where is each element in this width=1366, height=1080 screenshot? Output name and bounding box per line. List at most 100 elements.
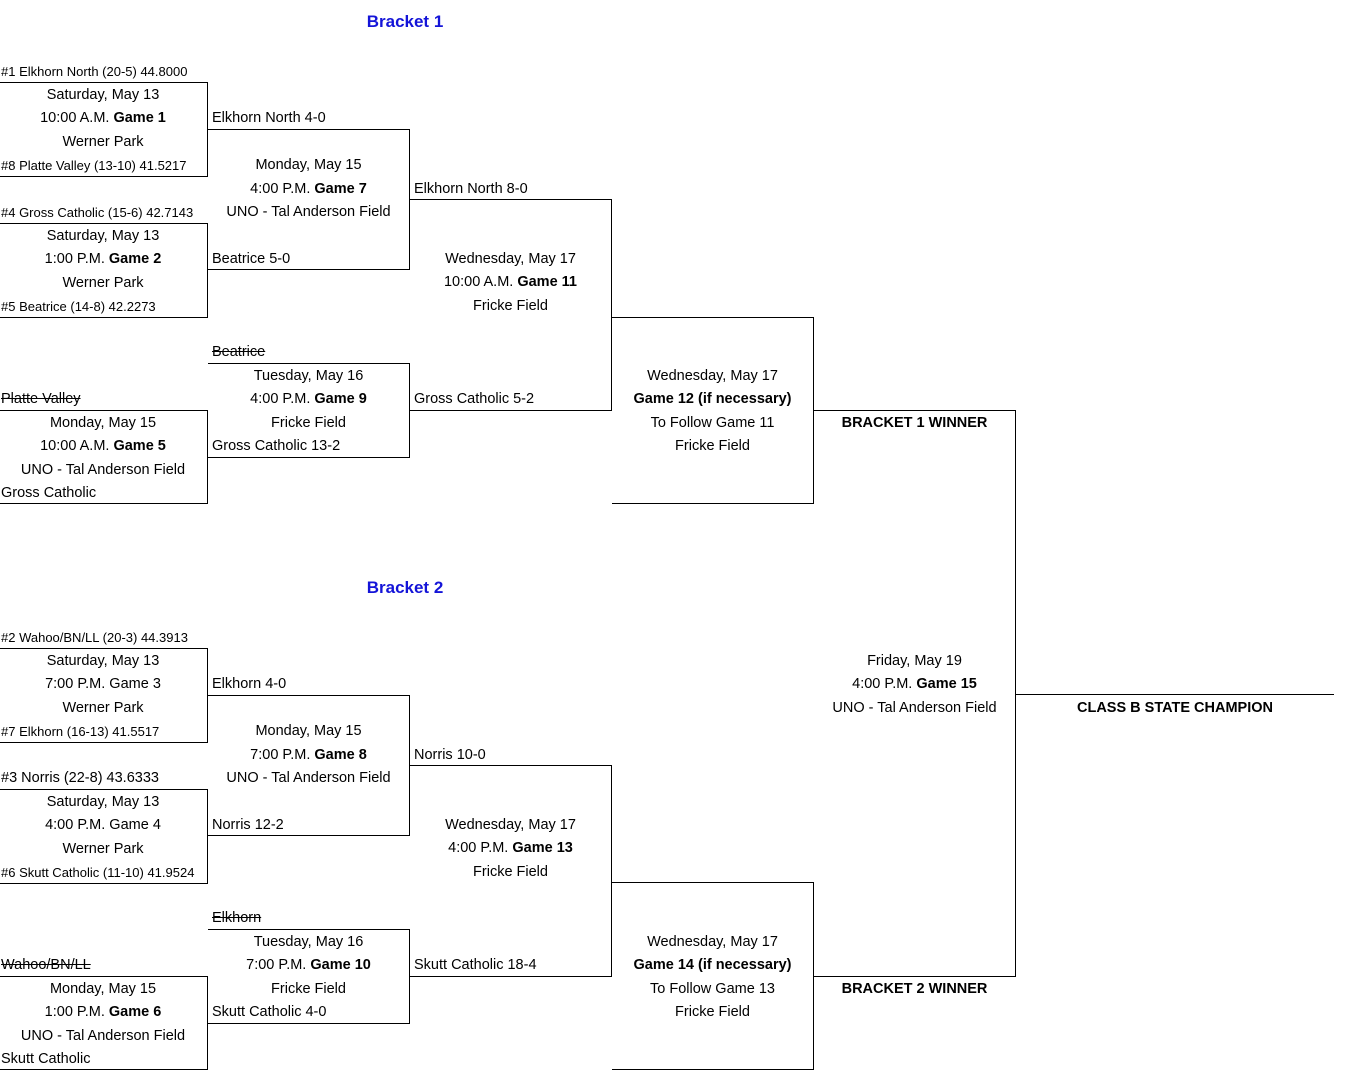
game-9-label: Game 9 bbox=[314, 391, 367, 407]
bracket-1-title: Bracket 1 bbox=[366, 12, 444, 31]
seed-5-label: #5 Beatrice (14-8) 42.2273 bbox=[1, 299, 156, 314]
game-1-date: Saturday, May 13 bbox=[46, 87, 160, 103]
bracket-line bbox=[207, 223, 208, 318]
game-11-date: Wednesday, May 17 bbox=[445, 251, 576, 267]
bracket-line bbox=[207, 82, 208, 177]
game-9-time-line: 4:00 P.M. Game 9 bbox=[208, 390, 409, 408]
state-champion-label: CLASS B STATE CHAMPION bbox=[1076, 700, 1274, 716]
bracket-line bbox=[612, 882, 814, 883]
game-2-time-line: 1:00 P.M. Game 2 bbox=[0, 250, 206, 268]
game-10-venue: Fricke Field bbox=[271, 981, 346, 997]
game-13-venue: Fricke Field bbox=[473, 864, 548, 880]
game-7-label: Game 7 bbox=[314, 181, 367, 197]
bracket-line bbox=[208, 929, 410, 930]
bracket-line bbox=[0, 317, 208, 318]
bracket-line bbox=[611, 199, 612, 411]
game-15-label: Game 15 bbox=[916, 676, 977, 692]
bracket-line bbox=[814, 410, 1016, 411]
game-15-time: 4:00 P.M. bbox=[852, 676, 913, 692]
game-2-time: 1:00 P.M. bbox=[44, 251, 105, 267]
bracket-line bbox=[0, 82, 208, 83]
seed-4-label: #4 Gross Catholic (15-6) 42.7143 bbox=[1, 205, 194, 220]
game-14-date: Wednesday, May 17 bbox=[647, 934, 778, 950]
bracket-line bbox=[208, 269, 410, 270]
game-4-date: Saturday, May 13 bbox=[46, 794, 160, 810]
game-4-time-line: 4:00 P.M. Game 4 bbox=[45, 817, 161, 833]
seed-1-label: #1 Elkhorn North (20-5) 44.8000 bbox=[1, 64, 188, 79]
game-12-label: Game 12 (if necessary) bbox=[633, 391, 792, 407]
game-1-time-line: 10:00 A.M. Game 1 bbox=[0, 109, 206, 127]
game-5-label: Game 5 bbox=[113, 438, 166, 454]
game-9-top-team: Beatrice bbox=[212, 344, 266, 360]
game-5-date: Monday, May 15 bbox=[49, 415, 157, 431]
game-6-time-line: 1:00 P.M. Game 6 bbox=[0, 1003, 206, 1021]
bracket-line bbox=[1015, 410, 1016, 977]
bracket-line bbox=[207, 648, 208, 743]
game-10-time: 7:00 P.M. bbox=[246, 957, 307, 973]
game-7-result: Elkhorn North 8-0 bbox=[414, 181, 528, 197]
bracket-line bbox=[208, 363, 410, 364]
game-13-time-line: 4:00 P.M. Game 13 bbox=[410, 839, 611, 857]
game-9-result: Gross Catholic 5-2 bbox=[414, 391, 535, 407]
bracket-line bbox=[410, 765, 612, 766]
game-10-top-team: Elkhorn bbox=[212, 910, 262, 926]
game-2-label: Game 2 bbox=[108, 251, 162, 267]
game-2-date: Saturday, May 13 bbox=[46, 228, 160, 244]
game-3-result: Elkhorn 4-0 bbox=[212, 676, 287, 692]
bracket-line bbox=[0, 789, 208, 790]
game-11-time: 10:00 A.M. bbox=[443, 274, 514, 290]
game-10-bottom-team: Skutt Catholic 4-0 bbox=[212, 1004, 327, 1020]
game-15-date: Friday, May 19 bbox=[867, 653, 962, 669]
seed-7-label: #7 Elkhorn (16-13) 41.5517 bbox=[1, 724, 160, 739]
bracket-2-title: Bracket 2 bbox=[366, 578, 444, 597]
bracket-line bbox=[410, 410, 612, 411]
game-6-venue: UNO - Tal Anderson Field bbox=[20, 1028, 186, 1044]
bracket-line bbox=[1016, 694, 1334, 695]
game-10-label: Game 10 bbox=[310, 957, 371, 973]
seed-3-label: #3 Norris (22-8) 43.6333 bbox=[1, 770, 159, 786]
bracket-line bbox=[612, 317, 814, 318]
seed-6-label: #6 Skutt Catholic (11-10) 41.9524 bbox=[1, 865, 195, 880]
game-8-venue: UNO - Tal Anderson Field bbox=[226, 770, 391, 786]
game-7-date: Monday, May 15 bbox=[255, 157, 362, 173]
game-2-venue: Werner Park bbox=[62, 275, 144, 291]
bracket-line bbox=[208, 457, 410, 458]
game-1-time: 10:00 A.M. bbox=[40, 110, 110, 126]
bracket-1-winner: BRACKET 1 WINNER bbox=[841, 415, 988, 431]
game-5-time-line: 10:00 A.M. Game 5 bbox=[0, 437, 206, 455]
bracket-line bbox=[208, 129, 410, 130]
bracket-line bbox=[409, 129, 410, 270]
game-6-bottom-team: Skutt Catholic bbox=[1, 1051, 91, 1067]
game-6-time: 1:00 P.M. bbox=[44, 1004, 105, 1020]
game-13-label: Game 13 bbox=[512, 840, 573, 856]
bracket-line bbox=[207, 789, 208, 884]
game-6-label: Game 6 bbox=[108, 1004, 162, 1020]
bracket-line bbox=[409, 695, 410, 836]
game-9-bottom-team: Gross Catholic 13-2 bbox=[212, 438, 341, 454]
game-2-result: Beatrice 5-0 bbox=[212, 251, 291, 267]
game-3-date: Saturday, May 13 bbox=[46, 653, 160, 669]
game-9-venue: Fricke Field bbox=[271, 415, 346, 431]
game-7-venue: UNO - Tal Anderson Field bbox=[226, 204, 391, 220]
bracket-line bbox=[612, 1069, 814, 1070]
game-8-time-line: 7:00 P.M. Game 8 bbox=[208, 746, 409, 764]
game-1-venue: Werner Park bbox=[62, 134, 144, 150]
game-9-time: 4:00 P.M. bbox=[250, 391, 311, 407]
game-10-time-line: 7:00 P.M. Game 10 bbox=[208, 956, 409, 974]
bracket-line bbox=[813, 317, 814, 504]
seed-8-label: #8 Platte Valley (13-10) 41.5217 bbox=[1, 158, 187, 173]
game-5-venue: UNO - Tal Anderson Field bbox=[20, 462, 186, 478]
game-8-date: Monday, May 15 bbox=[255, 723, 362, 739]
game-13-time: 4:00 P.M. bbox=[448, 840, 509, 856]
game-8-result: Norris 10-0 bbox=[414, 747, 486, 763]
bracket-line bbox=[0, 976, 208, 977]
bracket-line bbox=[410, 199, 612, 200]
game-6-top-team: Wahoo/BN/LL bbox=[1, 957, 91, 973]
game-7-time-line: 4:00 P.M. Game 7 bbox=[208, 180, 409, 198]
game-5-top-team: Platte Valley bbox=[1, 391, 81, 407]
bracket-line bbox=[208, 695, 410, 696]
bracket-line bbox=[0, 223, 208, 224]
game-4-venue: Werner Park bbox=[62, 841, 144, 857]
game-10-result: Skutt Catholic 18-4 bbox=[414, 957, 537, 973]
bracket-line bbox=[0, 1069, 208, 1070]
